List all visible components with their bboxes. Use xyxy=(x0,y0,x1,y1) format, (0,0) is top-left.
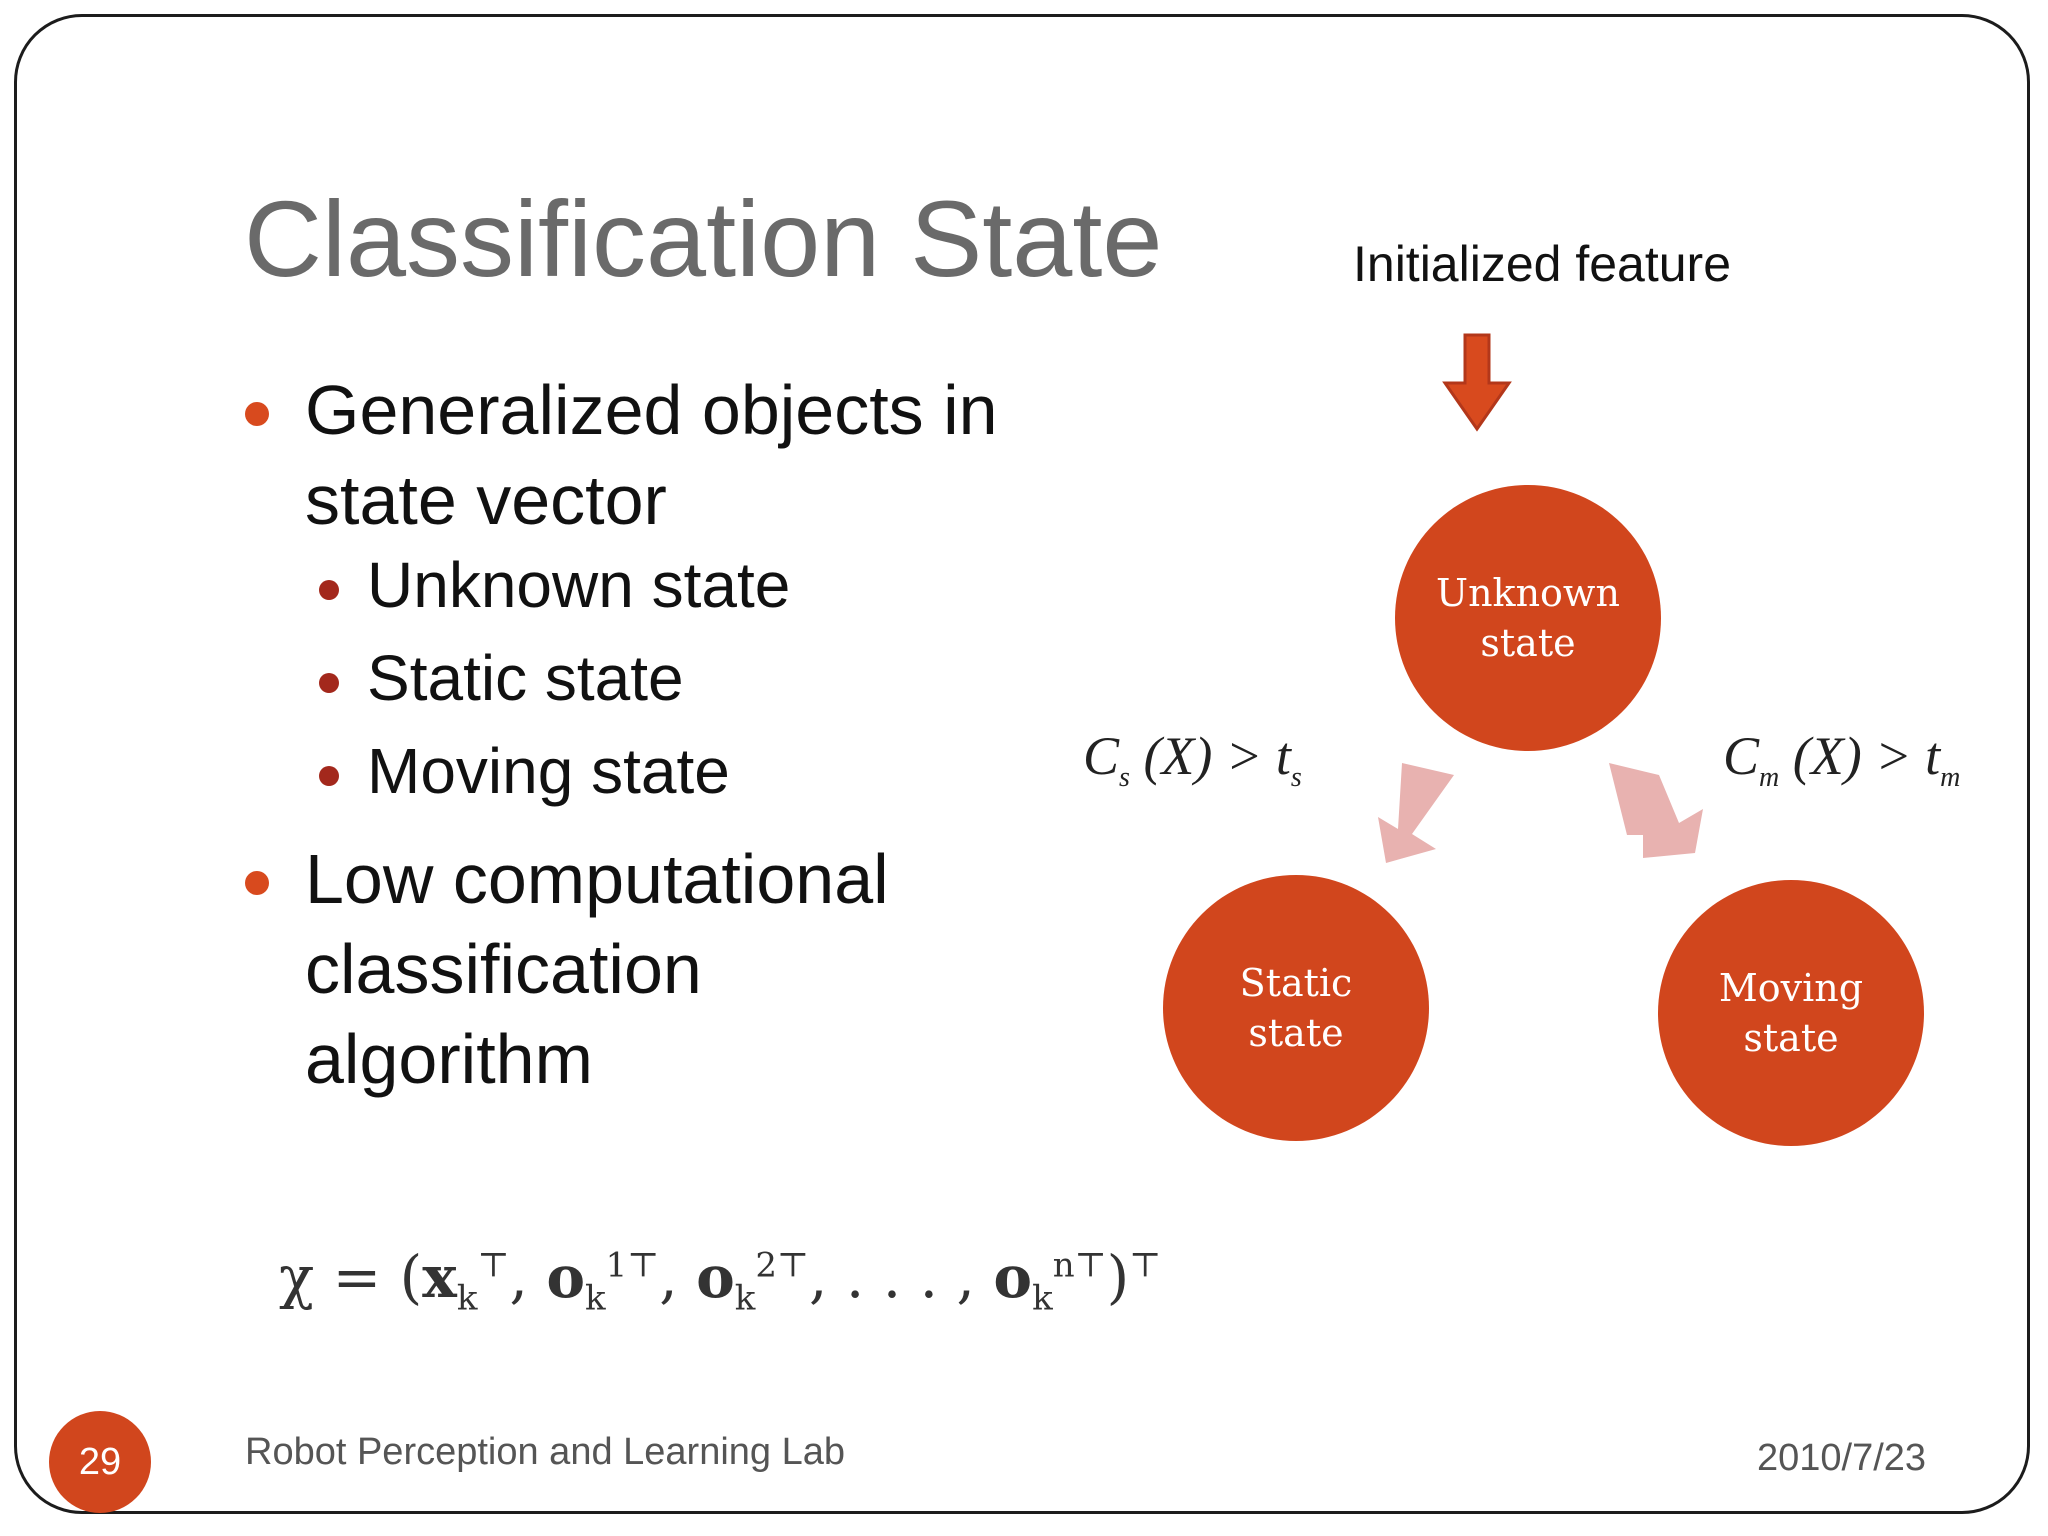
formula-sup: 2 xyxy=(755,1245,778,1286)
unknown-state-node: Unknown state xyxy=(1395,485,1661,751)
bullet-text-line: Generalized objects in xyxy=(305,371,998,449)
cond-sub: s xyxy=(1290,761,1302,793)
formula-sup: n xyxy=(1052,1245,1075,1286)
cond-t: t xyxy=(1275,726,1291,786)
cond-C: C xyxy=(1083,726,1120,786)
formula-sub: k xyxy=(1032,1278,1053,1319)
formula-sep: , xyxy=(659,1243,678,1311)
formula-sup: ⊤ xyxy=(477,1245,510,1286)
formula-close: ) xyxy=(1106,1243,1130,1311)
bullet-item: Low computational classification algorit… xyxy=(245,834,889,1104)
node-label-line: state xyxy=(1480,621,1576,665)
cond-sub: m xyxy=(1940,761,1961,793)
bullet-text-line: classification xyxy=(305,930,702,1008)
diagram-arrows xyxy=(1378,333,1703,863)
footer-date: 2010/7/23 xyxy=(1757,1437,1927,1479)
input-arrow-icon xyxy=(1442,333,1512,432)
node-label-line: Unknown xyxy=(1436,571,1620,615)
sub-bullet-dot xyxy=(319,673,339,693)
moving-condition: Cm (X) > tm xyxy=(1723,725,1960,794)
formula-sub: k xyxy=(734,1278,756,1319)
formula-sup: 1 xyxy=(605,1245,628,1286)
formula-sub: k xyxy=(585,1278,606,1319)
formula-sup: ⊤ xyxy=(1074,1245,1107,1286)
sub-bullet-dot xyxy=(319,766,339,786)
formula-o: o xyxy=(546,1243,585,1311)
formula-sup: ⊤ xyxy=(1129,1245,1162,1286)
cond-C: C xyxy=(1723,726,1760,786)
sub-bullet-text: Static state xyxy=(367,642,684,714)
cond-mid: (X) > xyxy=(1792,726,1912,786)
static-state-node: Static state xyxy=(1163,875,1429,1141)
moving-state-node: Moving state xyxy=(1658,880,1924,1146)
sub-bullet-item: Unknown state xyxy=(319,545,791,625)
formula-lhs: χ = ( xyxy=(279,1243,423,1311)
bullet-item: Generalized objects in state vector xyxy=(245,365,998,545)
sub-bullet-item: Static state xyxy=(319,638,684,718)
static-condition: Cs (X) > ts xyxy=(1083,725,1302,794)
formula-sup: ⊤ xyxy=(777,1245,810,1286)
formula-o: o xyxy=(993,1243,1033,1311)
page-number-badge: 29 xyxy=(49,1411,151,1513)
node-label-line: Static xyxy=(1239,961,1353,1005)
bullet-dot xyxy=(245,402,269,426)
cond-sub: m xyxy=(1759,761,1780,793)
sub-bullet-text: Moving state xyxy=(367,735,730,807)
formula-x: x xyxy=(422,1243,457,1311)
bullet-text-line: algorithm xyxy=(305,1020,593,1098)
node-label-line: Moving xyxy=(1718,966,1864,1010)
node-label-line: state xyxy=(1743,1016,1839,1060)
bullet-text-line: Low computational xyxy=(305,840,889,918)
formula-o: o xyxy=(696,1243,735,1311)
sub-bullet-dot xyxy=(319,580,339,600)
transition-arrow-static-icon xyxy=(1378,763,1454,863)
cond-sub: s xyxy=(1119,761,1130,793)
bullet-dot xyxy=(245,871,269,895)
slide-frame: Classification State Generalized objects… xyxy=(14,14,2030,1514)
formula-dots: , . . . , xyxy=(809,1243,975,1311)
transition-arrow-moving-icon xyxy=(1609,763,1703,858)
formula-sup: ⊤ xyxy=(627,1245,660,1286)
initialized-feature-label: Initialized feature xyxy=(1353,236,1732,292)
sub-bullet-item: Moving state xyxy=(319,731,730,811)
node-label-line: state xyxy=(1248,1011,1344,1055)
bullet-text-line: state vector xyxy=(305,461,667,539)
slide-title: Classification State xyxy=(244,178,1163,299)
state-vector-formula: χ = (xk⊤, ok1⊤, ok2⊤, . . . , okn⊤)⊤ xyxy=(279,1243,1161,1319)
formula-sep: , xyxy=(509,1243,528,1311)
cond-t: t xyxy=(1925,726,1941,786)
sub-bullet-text: Unknown state xyxy=(367,549,791,621)
footer-lab-name: Robot Perception and Learning Lab xyxy=(245,1431,846,1473)
cond-mid: (X) > xyxy=(1143,726,1263,786)
formula-sub: k xyxy=(456,1278,478,1319)
